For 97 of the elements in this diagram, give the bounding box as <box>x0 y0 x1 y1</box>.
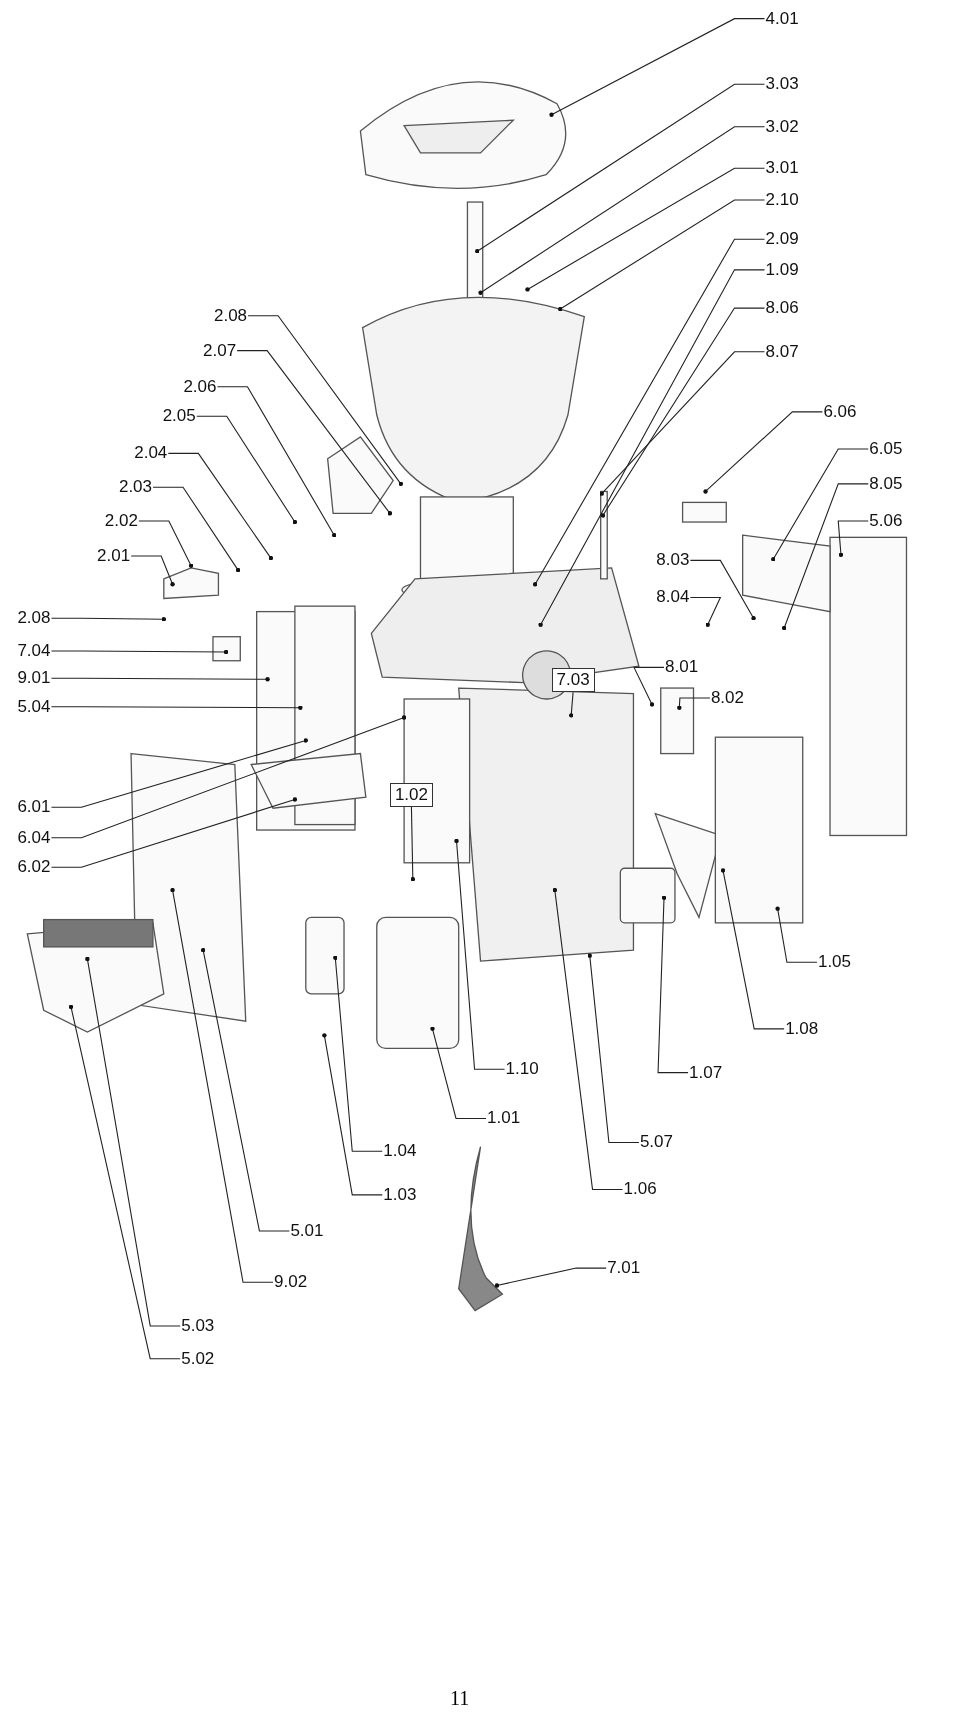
callout-number: 2.09 <box>764 229 800 250</box>
leader-line <box>587 953 640 1143</box>
callout-number: 8.07 <box>764 341 800 362</box>
leader-line <box>50 715 407 839</box>
leader-line <box>138 520 194 568</box>
leader-line <box>677 697 711 710</box>
callout-number: 5.02 <box>180 1348 216 1369</box>
callout-number: 1.06 <box>622 1179 658 1200</box>
leader-line <box>333 955 383 1152</box>
callout-number: 8.01 <box>664 657 700 678</box>
callout-number: 6.05 <box>868 438 904 459</box>
callout-number: 2.03 <box>117 477 154 498</box>
callout-number: 5.07 <box>638 1132 674 1153</box>
callout-number: 8.06 <box>764 298 800 319</box>
leader-line <box>85 956 181 1327</box>
leader-line <box>68 1004 181 1360</box>
callout-number: 1.03 <box>382 1184 418 1205</box>
callout-number: 5.01 <box>289 1220 325 1241</box>
leader-line <box>837 520 869 557</box>
callout-number: 2.10 <box>764 189 800 210</box>
leader-line <box>657 895 689 1074</box>
callout-number: 2.05 <box>161 406 197 427</box>
leader-line <box>775 906 818 963</box>
page-number: 11 <box>449 1687 470 1711</box>
leader-line <box>50 649 229 655</box>
callout-number: 3.03 <box>764 74 800 95</box>
leader-line <box>720 868 785 1030</box>
callout-number: 9.02 <box>273 1272 309 1293</box>
callout-number: 6.02 <box>16 857 52 878</box>
leader-line <box>170 887 274 1283</box>
leader-line <box>322 1033 383 1196</box>
callout-number: 1.05 <box>816 952 852 973</box>
boxed-callout-number: 7.03 <box>551 668 595 693</box>
leader-line <box>558 199 766 312</box>
callout-number: 8.04 <box>655 587 691 608</box>
leader-line <box>599 351 766 496</box>
callout-number: 6.04 <box>16 827 52 848</box>
leader-line <box>569 691 574 718</box>
leader-line <box>549 18 766 117</box>
leader-line <box>152 486 241 573</box>
callout-number: 2.08 <box>16 608 52 629</box>
leader-line <box>689 559 756 621</box>
leader-line <box>50 677 270 682</box>
callout-number: 9.01 <box>16 668 52 689</box>
leader-line <box>600 307 766 518</box>
leader-line <box>50 738 308 808</box>
callout-number: 2.01 <box>96 546 132 566</box>
callout-number: 2.06 <box>182 376 218 397</box>
leader-line <box>130 555 175 587</box>
leader-line <box>50 617 166 622</box>
callout-number: 1.10 <box>504 1059 540 1080</box>
leader-line <box>200 947 290 1232</box>
leader-line <box>703 411 823 494</box>
callout-number: 1.09 <box>764 259 800 280</box>
leader-line <box>532 238 766 587</box>
callout-number: 7.01 <box>606 1258 642 1279</box>
leader-line <box>216 386 337 538</box>
leader-line <box>689 596 722 627</box>
leader-line <box>430 1026 487 1119</box>
callout-number: 6.06 <box>822 401 858 422</box>
leader-line <box>633 666 665 707</box>
leader-line <box>410 806 416 882</box>
leader-line <box>538 269 766 627</box>
leader-line <box>781 483 869 631</box>
callout-number: 5.06 <box>868 511 904 532</box>
callout-number: 7.04 <box>16 641 52 661</box>
callout-number: 8.02 <box>709 687 745 708</box>
leader-line <box>247 315 403 486</box>
callout-number: 2.02 <box>103 511 139 532</box>
callout-number: 1.01 <box>486 1108 522 1129</box>
leader-line <box>475 83 766 254</box>
boxed-callout-number: 1.02 <box>389 783 433 807</box>
callout-number: 8.03 <box>655 550 691 571</box>
leader-line <box>454 838 506 1070</box>
leader-line <box>525 167 766 292</box>
callout-number: 1.07 <box>688 1062 724 1083</box>
callout-number: 4.01 <box>764 8 800 29</box>
callout-number: 2.07 <box>202 340 238 361</box>
leader-line <box>478 126 766 295</box>
callout-number: 8.05 <box>868 473 904 494</box>
callout-number: 6.01 <box>16 797 52 818</box>
callout-number: 5.04 <box>16 696 52 717</box>
callout-number: 1.04 <box>382 1141 418 1162</box>
leader-line <box>236 350 393 516</box>
leader-line <box>494 1267 607 1288</box>
leader-line <box>196 415 298 525</box>
leader-line <box>167 452 274 561</box>
callout-number: 3.01 <box>764 158 800 179</box>
leader-line <box>771 448 869 562</box>
leader-line <box>552 887 624 1190</box>
callout-number: 2.08 <box>212 305 249 326</box>
callout-number: 1.08 <box>784 1018 820 1039</box>
callout-number: 3.02 <box>764 116 800 137</box>
leader-line <box>50 705 303 710</box>
leader-line <box>50 797 298 868</box>
callout-number: 2.04 <box>133 443 169 464</box>
callout-number: 5.03 <box>180 1315 216 1336</box>
